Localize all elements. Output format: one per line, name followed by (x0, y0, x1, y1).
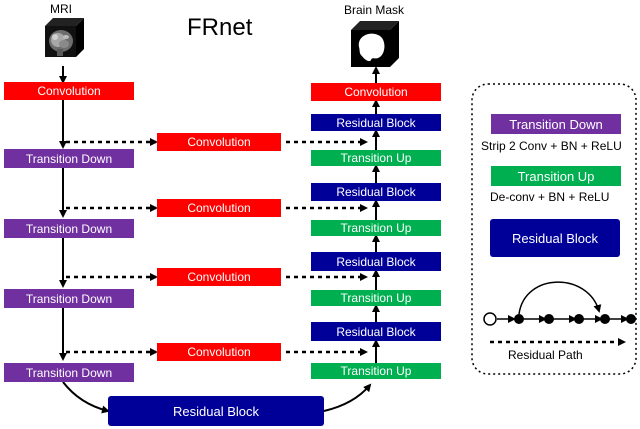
skip-convolution-block-4: Convolution (157, 343, 281, 361)
decoder-residual-block-2: Residual Block (311, 183, 441, 201)
decoder-residual-block-4: Residual Block (311, 322, 441, 341)
transition-down-block-2: Transition Down (4, 219, 134, 238)
legend-frame (471, 83, 637, 375)
curve-bottom-residual-to-tu (323, 383, 372, 412)
legend-transition-up-desc: De-conv + BN + ReLU (490, 190, 610, 204)
residual-path-glyph (483, 281, 636, 346)
skip-convolution-block-2: Convolution (157, 199, 281, 217)
decoder-residual-block-3: Residual Block (311, 252, 441, 271)
transition-down-block-3: Transition Down (4, 289, 134, 308)
legend-transition-up-swatch: Transition Up (491, 166, 621, 186)
brain-mask-label: Brain Mask (344, 3, 405, 17)
legend-transition-down-desc: Strip 2 Conv + BN + ReLU (481, 139, 622, 153)
skip-convolution-block-3: Convolution (157, 268, 281, 286)
brain-mask-image (351, 21, 399, 67)
legend-transition-down-swatch: Transition Down (491, 114, 621, 134)
mri-image (45, 18, 84, 57)
mri-label: MRI (50, 2, 72, 16)
transition-up-block-2: Transition Up (311, 220, 441, 236)
transition-down-block-1: Transition Down (4, 149, 134, 168)
diagram-title: FRnet (187, 14, 253, 41)
transition-up-block-3: Transition Up (311, 290, 441, 306)
bottom-residual-block: Residual Block (108, 396, 324, 426)
convolution-block-output: Convolution (311, 83, 441, 101)
skip-convolution-block-1: Convolution (157, 133, 281, 151)
transition-down-block-4: Transition Down (4, 363, 134, 382)
legend-residual-block-swatch: Residual Block (490, 219, 620, 257)
legend-residual-path-label: Residual Path (508, 348, 583, 362)
convolution-block-input: Convolution (4, 82, 134, 100)
curve-td4-to-bottom-residual (62, 381, 110, 414)
decoder-residual-block-1: Residual Block (311, 114, 441, 131)
transition-up-block-4: Transition Up (311, 363, 441, 379)
transition-up-block-1: Transition Up (311, 150, 441, 166)
